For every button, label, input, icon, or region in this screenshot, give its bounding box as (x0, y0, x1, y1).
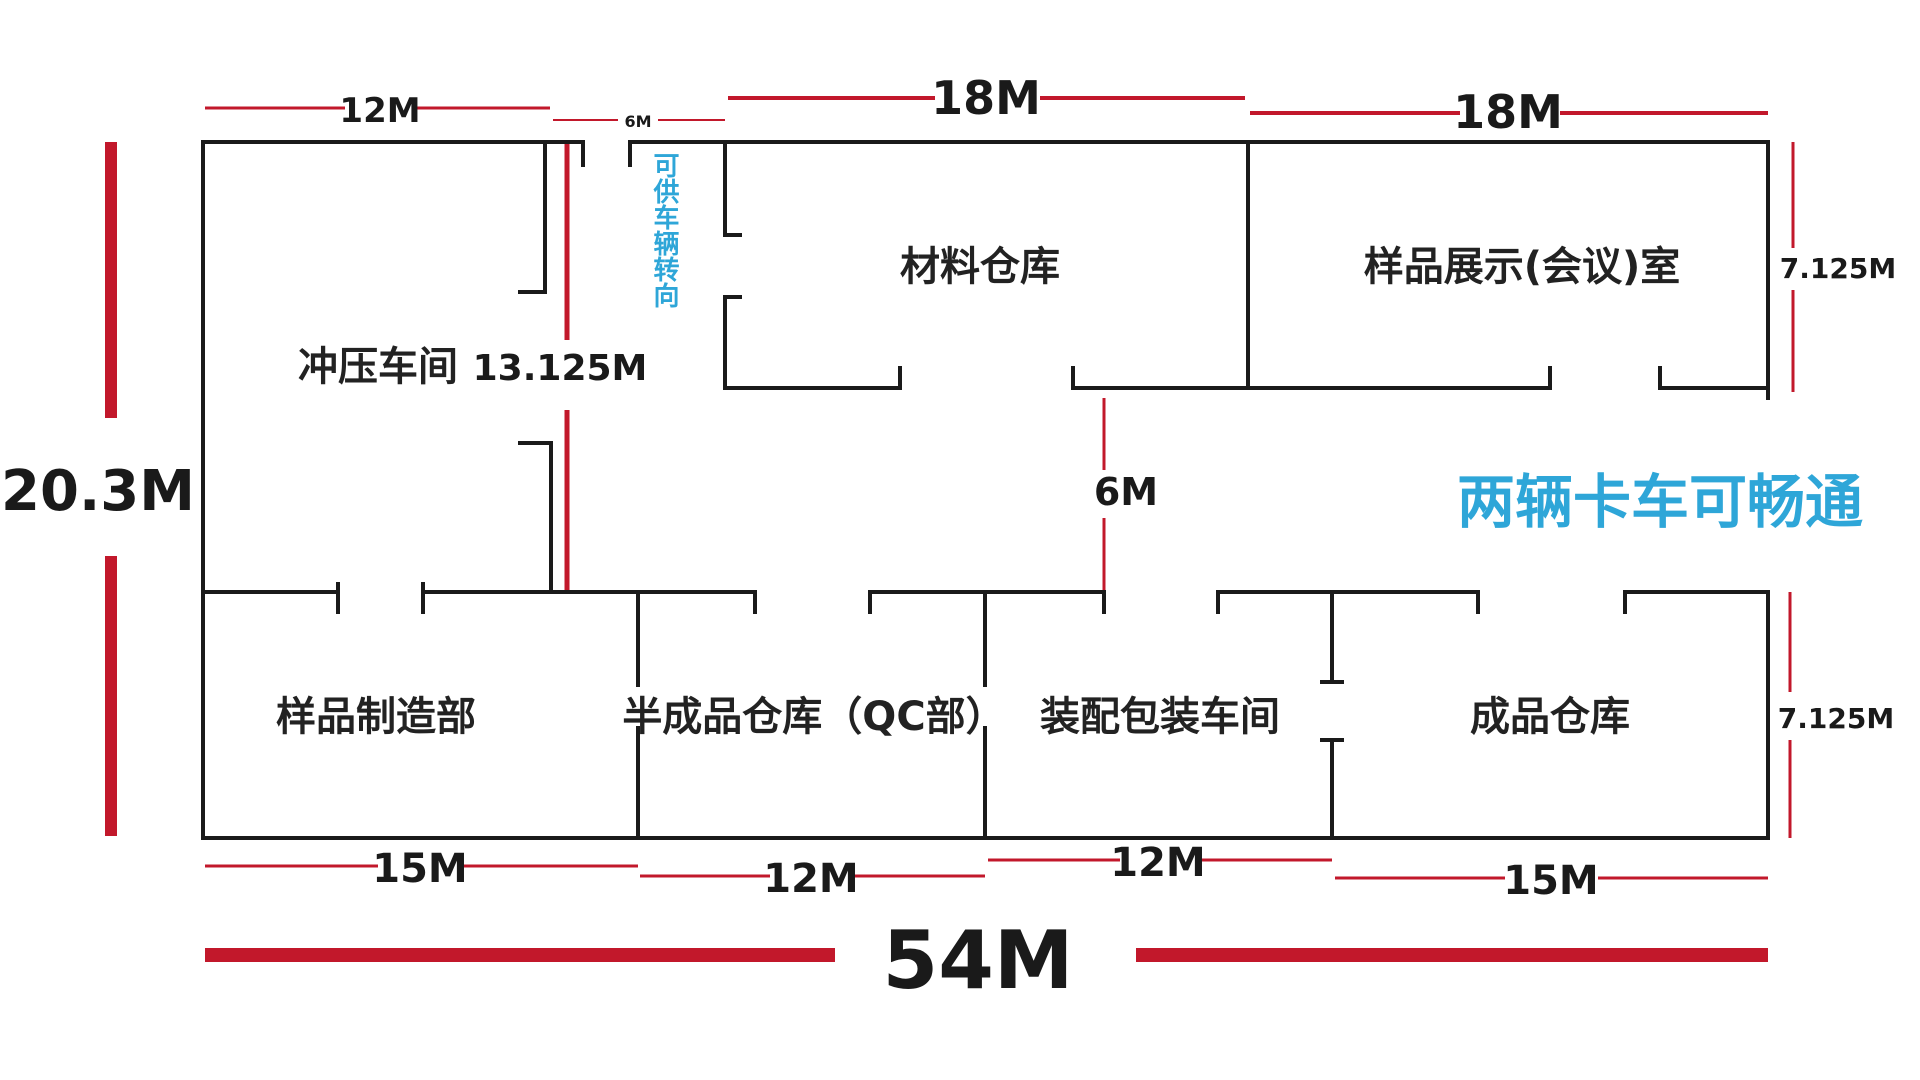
note-trucks: 两辆卡车可畅通 (1457, 468, 1863, 536)
dim-bottom-12m-a: 12M (763, 856, 858, 902)
dim-top-12m: 12M (339, 91, 420, 131)
dim-total-height: 20.3M (1, 459, 195, 524)
room-sample-making: 样品制造部 (276, 694, 476, 740)
room-material-warehouse: 材料仓库 (900, 244, 1060, 290)
dim-bottom-12m-b: 12M (1110, 840, 1205, 886)
room-stamping: 冲压车间 (298, 344, 458, 390)
dimension-lines (105, 96, 1795, 962)
dimension-labels: 12M 6M 18M 18M 20.3M 13.125M 6M 7.125M 7… (1, 71, 1896, 1007)
dim-corridor-6m: 6M (1094, 470, 1158, 514)
room-semi-finished: 半成品仓库（QC部） (622, 694, 1005, 740)
dim-right-lower: 7.125M (1778, 702, 1894, 735)
dim-bottom-15m-a: 15M (372, 846, 467, 892)
notes: 可供车辆转向 两辆卡车可畅通 (649, 152, 1863, 536)
room-labels: 冲压车间 材料仓库 样品展示(会议)室 样品制造部 半成品仓库（QC部） 装配包… (276, 244, 1680, 740)
dim-total-width: 54M (883, 914, 1074, 1007)
walls (201, 140, 1770, 840)
dim-right-upper: 7.125M (1780, 252, 1896, 285)
dim-top-18m-a: 18M (931, 71, 1041, 125)
room-assembly-packing: 装配包装车间 (1040, 694, 1280, 740)
dim-corridor-inner: 13.125M (473, 348, 648, 389)
room-finished-goods: 成品仓库 (1470, 694, 1630, 740)
dim-top-18m-b: 18M (1453, 85, 1563, 139)
dim-bottom-15m-b: 15M (1503, 858, 1598, 904)
note-turning: 可供车辆转向 (649, 152, 680, 308)
dim-top-6m: 6M (624, 112, 651, 131)
room-showroom: 样品展示(会议)室 (1364, 244, 1681, 290)
